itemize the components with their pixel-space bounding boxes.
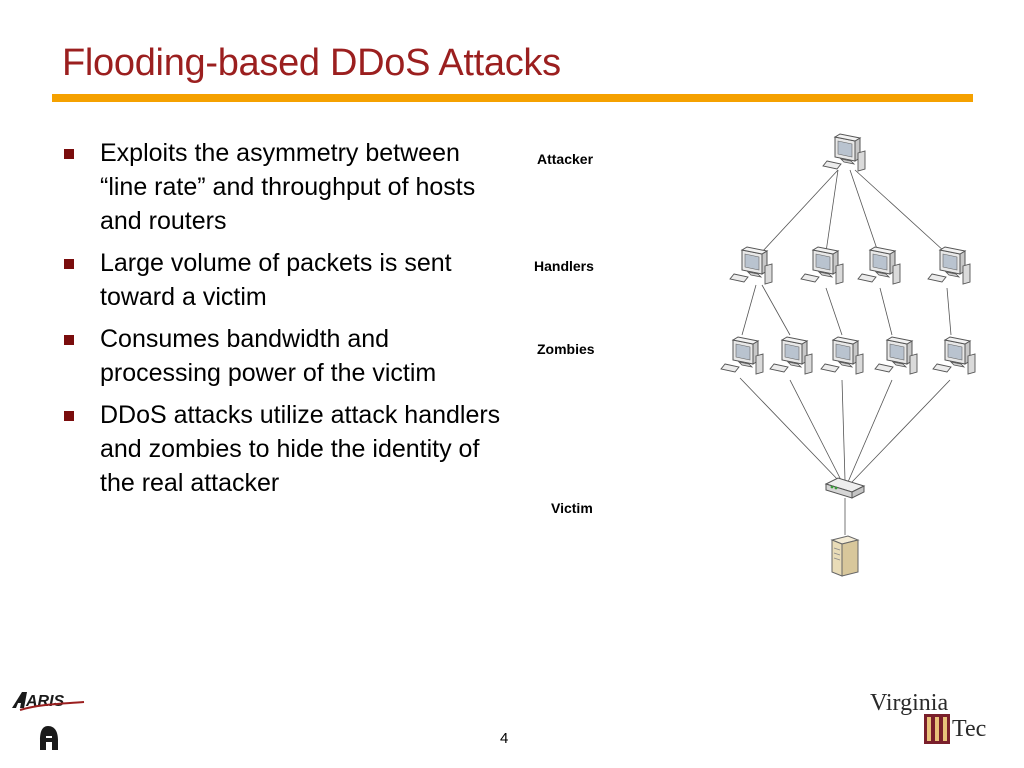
handler-computer-icon: [857, 246, 901, 285]
vt-logo-line2: Tech: [952, 716, 986, 742]
zombie-computer-icon: [932, 336, 976, 375]
bullet-item: Consumes bandwidth and processing power …: [62, 322, 502, 390]
handler-computer-icon: [800, 246, 844, 285]
bullet-item: DDoS attacks utilize attack handlers and…: [62, 398, 502, 500]
aris-logo: ARIS: [12, 692, 85, 750]
aris-logo-mark: ARIS: [12, 692, 85, 750]
bullet-text: Exploits the asymmetry between “line rat…: [100, 139, 476, 235]
bullet-text: Large volume of packets is sent toward a…: [100, 249, 452, 311]
server-icon: [830, 535, 860, 577]
bullet-text: Consumes bandwidth and processing power …: [100, 325, 437, 387]
bullet-list: Exploits the asymmetry between “line rat…: [62, 136, 502, 508]
bullet-square-icon: [64, 411, 74, 421]
zombie-computer-icon: [820, 336, 864, 375]
router-icon: [824, 477, 866, 499]
handlers-label: Handlers: [534, 258, 594, 274]
handler-computer-icon: [927, 246, 971, 285]
page-number: 4: [500, 730, 509, 747]
bullet-item: Large volume of packets is sent toward a…: [62, 246, 502, 314]
bullet-square-icon: [64, 149, 74, 159]
title-underline: [52, 94, 973, 102]
handler-computer-icon: [729, 246, 773, 285]
vt-logo-line1: Virginia: [870, 690, 948, 716]
bullet-square-icon: [64, 259, 74, 269]
bullet-text: DDoS attacks utilize attack handlers and…: [100, 401, 501, 497]
attacker-label: Attacker: [537, 151, 594, 167]
connection-lines: [739, 169, 952, 535]
slide-title: Flooding-based DDoS Attacks: [62, 42, 561, 84]
bullet-item: Exploits the asymmetry between “line rat…: [62, 136, 502, 238]
zombie-computer-icon: [874, 336, 918, 375]
ddos-network-diagram: [720, 133, 976, 577]
virginia-tech-logo: Virginia Tech: [870, 690, 986, 744]
bullet-square-icon: [64, 335, 74, 345]
zombies-label: Zombies: [537, 341, 595, 357]
zombie-computer-icon: [720, 336, 764, 375]
zombie-computer-icon: [769, 336, 813, 375]
attacker-computer-icon: [822, 133, 866, 172]
vt-logo-emblem: [924, 714, 950, 744]
victim-label: Victim: [551, 500, 593, 516]
